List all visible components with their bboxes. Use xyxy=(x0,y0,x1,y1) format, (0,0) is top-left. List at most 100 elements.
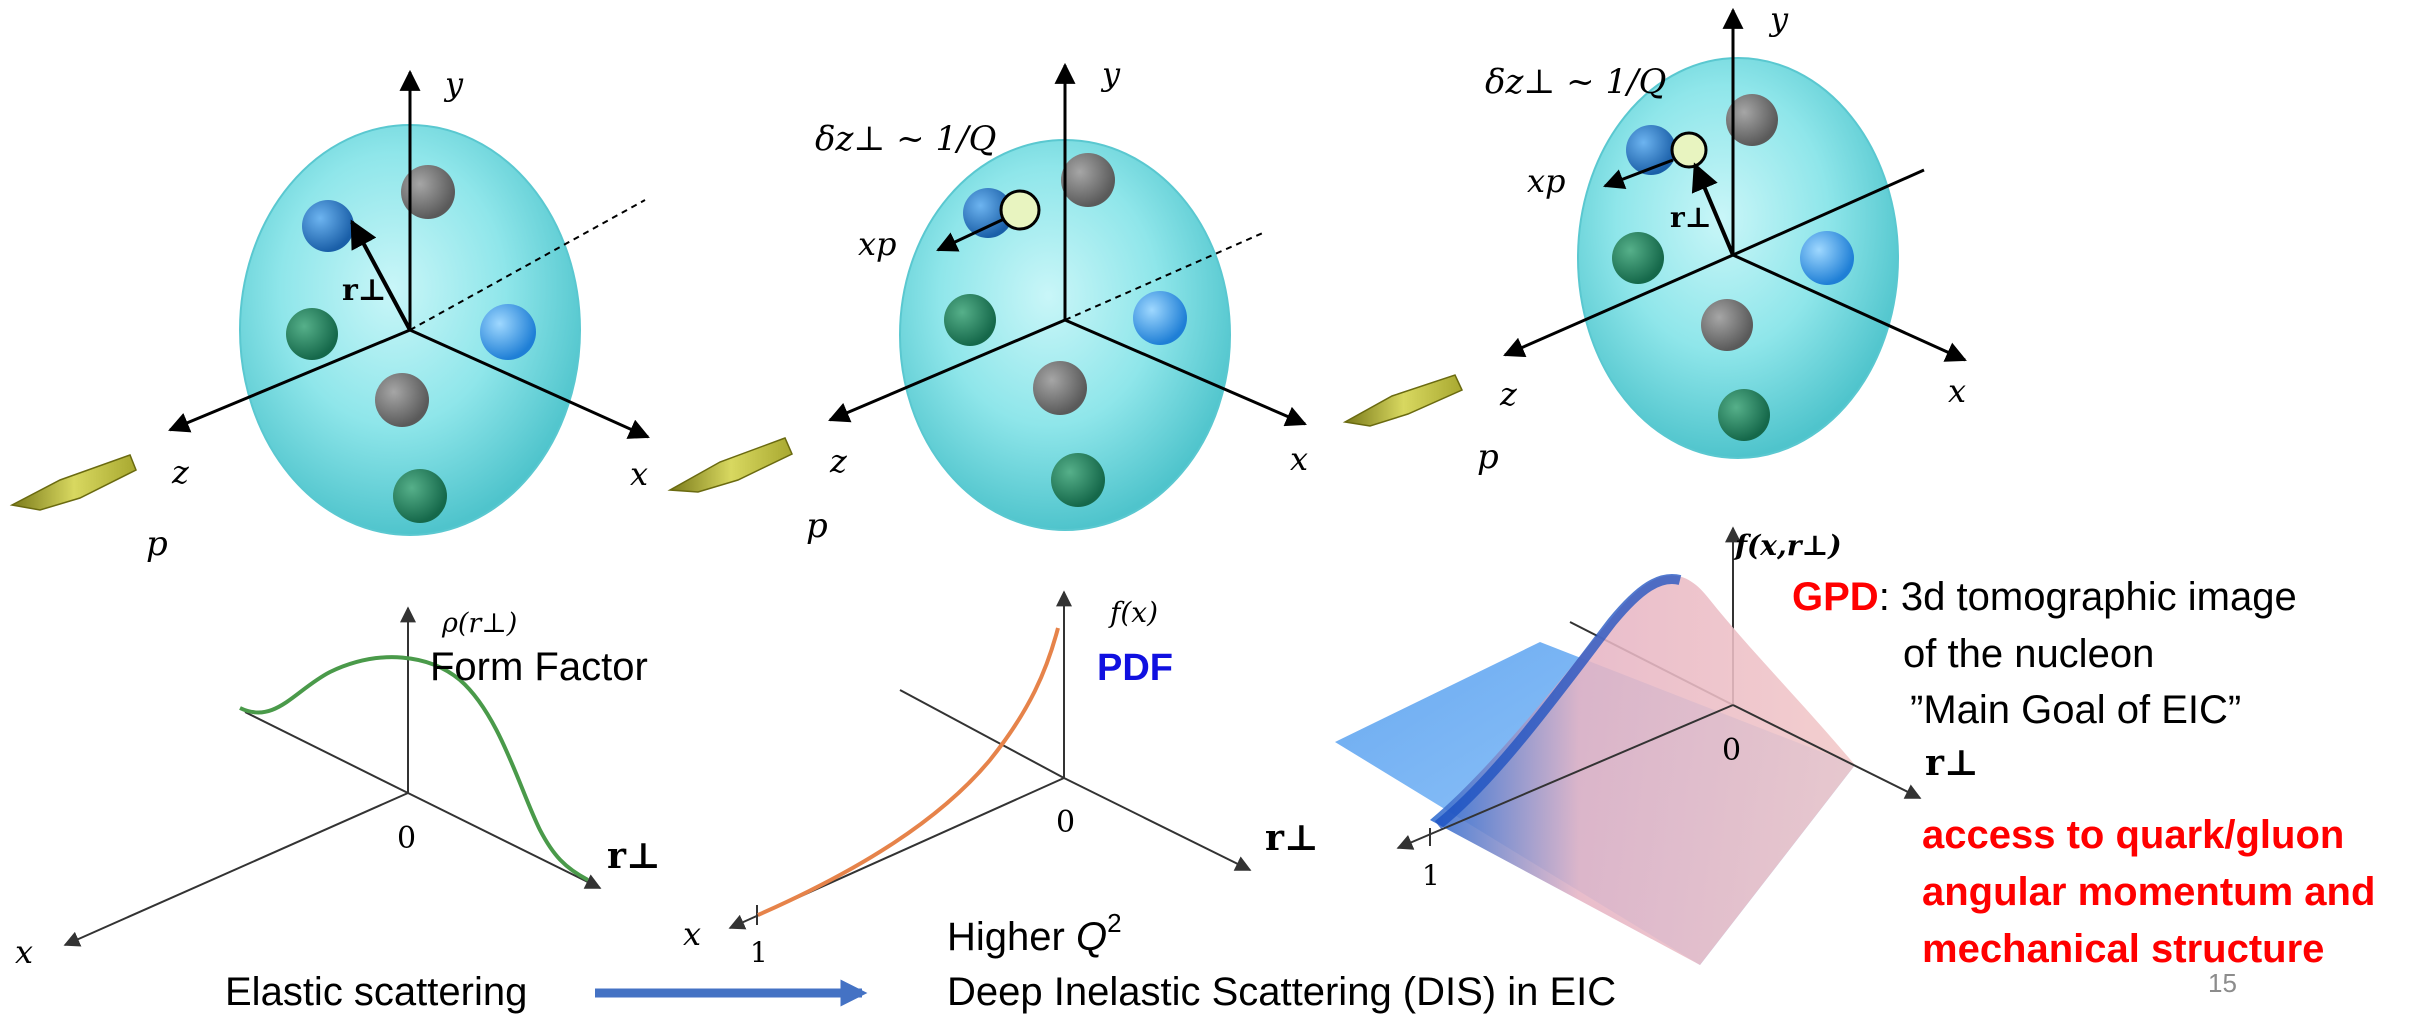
radius-arrow xyxy=(1691,162,1735,256)
pdf-plot: f(x) 0 r⊥ x 1 PDF xyxy=(683,590,1319,969)
projectile-icon xyxy=(667,437,793,493)
higher-q-var: Q xyxy=(1076,915,1107,959)
axis-label-y: y xyxy=(1100,55,1121,93)
projectile-icon xyxy=(9,454,137,511)
momentum-label: p xyxy=(146,524,168,564)
quark-lightblue xyxy=(1800,231,1854,285)
quark-gray xyxy=(1033,361,1087,415)
xp-label: xp xyxy=(858,225,897,263)
depth-axis xyxy=(409,199,646,331)
pdf-title: PDF xyxy=(1097,647,1173,689)
quark-gray xyxy=(1726,94,1778,146)
nucleon-panel-2: xp δz⊥ ~ 1/Q y x z p xyxy=(667,55,1308,546)
plot-xlabel: x xyxy=(15,933,33,971)
projectile-icon xyxy=(1342,374,1464,427)
axis-label-x: x xyxy=(1290,440,1308,478)
radius-label: r⊥ xyxy=(342,273,387,308)
plot-axis-x xyxy=(1396,704,1734,850)
plot-origin: 0 xyxy=(1722,733,1741,768)
resolution-label: δz⊥ ~ 1/Q xyxy=(1485,62,1666,102)
quark-gray xyxy=(1701,299,1753,351)
z-axis xyxy=(828,318,1066,423)
plot-axis-back xyxy=(899,689,1065,779)
plot-axis-r xyxy=(1063,777,1252,871)
gpd-label: GPD xyxy=(1792,575,1879,619)
plot-origin: 0 xyxy=(1056,805,1075,840)
form-factor-title: Form Factor xyxy=(430,645,648,689)
axis-label-z: z xyxy=(171,453,190,491)
x-axis xyxy=(1064,318,1307,427)
depth-axis xyxy=(1064,231,1266,321)
plot-ylabel: f(x) xyxy=(1108,596,1158,629)
axis-label-z: z xyxy=(1499,375,1518,413)
resolution-label: δz⊥ ~ 1/Q xyxy=(815,119,996,159)
xp-label: xp xyxy=(1527,162,1566,200)
dis-label: Deep Inelastic Scattering (DIS) in EIC xyxy=(947,970,1616,1014)
momentum-fraction-arrow xyxy=(936,217,1005,252)
momentum-label: p xyxy=(1477,437,1499,477)
gpd-line-3: ”Main Goal of EIC” xyxy=(1910,688,2241,732)
quark-green xyxy=(1051,453,1105,507)
quark-blue xyxy=(302,200,354,252)
plot-rlabel: r⊥ xyxy=(1925,742,1979,784)
quark-green xyxy=(1718,389,1770,441)
plot-origin: 0 xyxy=(397,821,416,856)
gpd-line-1-text: : 3d tomographic image xyxy=(1879,575,2297,619)
quark-green xyxy=(944,294,996,346)
quark-green xyxy=(286,308,338,360)
quark-green xyxy=(393,469,447,523)
momentum-label: p xyxy=(806,506,828,546)
nucleon-panel-3: r⊥ xp δz⊥ ~ 1/Q y x z p xyxy=(1342,0,1967,477)
plot-tick-label: 1 xyxy=(1422,859,1440,892)
quark-gray xyxy=(401,165,455,219)
quark-blue xyxy=(963,188,1013,238)
quark-gray xyxy=(375,373,429,427)
gpd-description: GPD: 3d tomographic image of the nucleon… xyxy=(1792,575,2375,971)
nucleon-panel-1: r⊥ y x z p xyxy=(9,65,650,564)
quark-lightblue xyxy=(480,304,536,360)
plot-axis-x xyxy=(63,792,409,947)
plot-ylabel: ρ(r⊥) xyxy=(441,608,517,639)
gpd-line-2: of the nucleon xyxy=(1903,632,2154,676)
plot-axis-back xyxy=(244,711,409,794)
z-axis xyxy=(1503,253,1734,358)
radius-label: r⊥ xyxy=(1670,201,1712,234)
x-axis xyxy=(1732,253,1967,362)
probe-region xyxy=(1670,131,1708,169)
quark-gray xyxy=(1061,153,1115,207)
plot-axis-r xyxy=(1732,704,1922,799)
plot-xlabel: x xyxy=(683,915,701,953)
access-line-3: mechanical structure xyxy=(1922,927,2324,971)
elastic-scattering-label: Elastic scattering xyxy=(225,970,527,1014)
x-axis xyxy=(409,328,650,439)
radius-arrow xyxy=(350,219,412,331)
axis-label-x: x xyxy=(1948,372,1966,410)
density-curve xyxy=(239,655,589,882)
plot-rlabel: r⊥ xyxy=(1265,817,1319,859)
plot-rlabel: r⊥ xyxy=(607,835,661,877)
z-axis xyxy=(168,328,411,433)
axis-label-x: x xyxy=(630,455,648,493)
pdf-curve xyxy=(757,627,1060,917)
form-factor-plot: ρ(r⊥) 0 r⊥ x Form Factor xyxy=(15,606,661,971)
plot-tick-label: 1 xyxy=(750,936,768,969)
gpd-line-1: GPD: 3d tomographic image xyxy=(1792,575,2297,619)
axis-label-z: z xyxy=(829,442,848,480)
depth-axis xyxy=(1732,168,1925,257)
access-line-1: access to quark/gluon xyxy=(1922,813,2344,857)
gpd-ridge xyxy=(1434,574,1682,829)
access-line-2: angular momentum and xyxy=(1922,870,2375,914)
higher-q-label: Higher Q2 xyxy=(947,908,1122,959)
axis-label-y: y xyxy=(443,65,464,103)
page-number: 15 xyxy=(2208,968,2237,998)
axis-label-y: y xyxy=(1768,0,1789,38)
gpd-peak xyxy=(1430,575,1855,965)
gpd-plot: f(x,r⊥) 0 r⊥ 1 xyxy=(1335,526,1979,965)
quark-lightblue xyxy=(1133,291,1187,345)
plot-axis-r xyxy=(407,792,602,889)
higher-q-exp: 2 xyxy=(1107,908,1121,938)
probe-region xyxy=(999,189,1041,231)
momentum-fraction-arrow xyxy=(1603,158,1674,190)
plot-ylabel: f(x,r⊥) xyxy=(1733,529,1842,562)
